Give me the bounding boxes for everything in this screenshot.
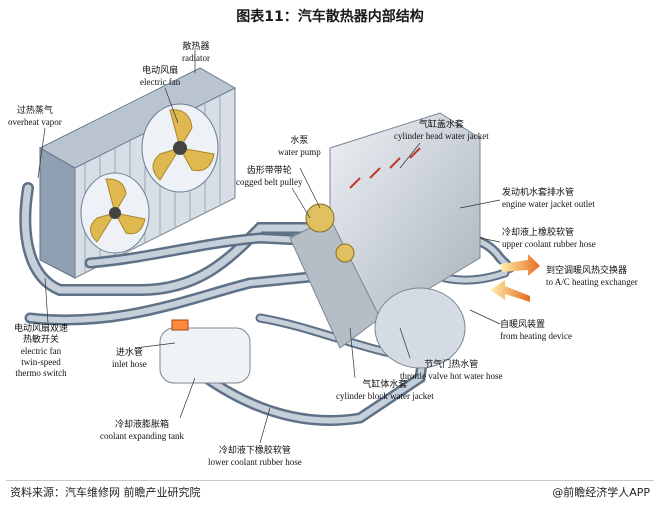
- label-fan-thermo-switch: 电动风扇双速 热敏开关 electric fan twin-speed ther…: [14, 324, 69, 378]
- leader-lines: [37, 50, 501, 444]
- source-note: 资料来源：汽车维修网 前瞻产业研究院: [10, 486, 201, 499]
- heating-arrows: [490, 254, 540, 302]
- engine-block: [289, 112, 481, 369]
- footer: 资料来源：汽车维修网 前瞻产业研究院 @前瞻经济学人APP: [0, 482, 660, 502]
- figure-title: 图表11：汽车散热器内部结构: [236, 9, 424, 25]
- footer-divider: [6, 480, 654, 481]
- diagram-illustration: [19, 50, 540, 444]
- electric-fan-icon: [80, 103, 219, 254]
- coolant-tank: [159, 319, 251, 384]
- brand-credit: @前瞻经济学人APP: [552, 486, 650, 499]
